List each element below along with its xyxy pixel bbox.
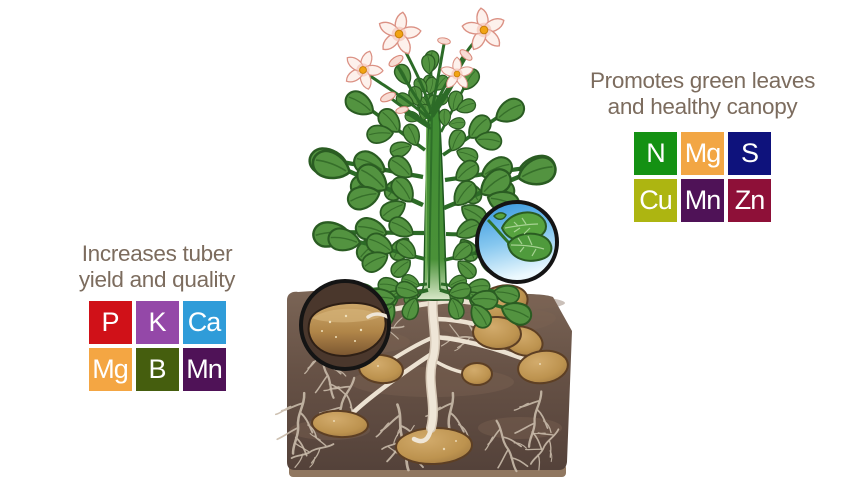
badge-row: Mg B Mn: [88, 348, 226, 391]
stem: [413, 95, 455, 301]
nutrient-badge-zn: Zn: [728, 179, 771, 222]
nutrient-badge-mg: Mg: [681, 132, 724, 175]
canopy-badge-grid: N Mg S Cu Mn Zn: [562, 132, 843, 222]
nutrient-badge-s: S: [728, 132, 771, 175]
tuber-benefit-heading: Increases tuber yield and quality: [28, 241, 286, 293]
badge-row: N Mg S: [634, 132, 771, 175]
heading-line-1: Promotes green leaves: [589, 68, 816, 93]
nutrient-badge-mn: Mn: [681, 179, 724, 222]
heading-line-2: yield and quality: [78, 267, 236, 292]
canopy-benefit-heading: Promotes green leaves and healthy canopy: [562, 68, 843, 120]
tuber-benefit-panel: Increases tuber yield and quality P K Ca…: [28, 241, 286, 391]
nutrient-badge-mg: Mg: [88, 348, 132, 391]
flowers: [337, 5, 509, 130]
heading-line-2: and healthy canopy: [607, 94, 798, 119]
canopy-benefit-panel: Promotes green leaves and healthy canopy…: [562, 68, 843, 222]
nutrient-badge-n: N: [634, 132, 677, 175]
nutrient-badge-b: B: [135, 348, 179, 391]
tuber-closeup-inset: [299, 279, 391, 371]
badge-row: Cu Mn Zn: [634, 179, 771, 222]
leaf-closeup-inset: [475, 200, 559, 284]
taproot: [411, 287, 440, 444]
tuber-badge-grid: P K Ca Mg B Mn: [28, 301, 286, 391]
nutrient-badge-p: P: [88, 301, 132, 344]
nutrient-badge-k: K: [135, 301, 179, 344]
heading-line-1: Increases tuber: [81, 241, 233, 266]
nutrient-badge-mn: Mn: [182, 348, 226, 391]
badge-row: P K Ca: [88, 301, 226, 344]
nutrient-badge-cu: Cu: [634, 179, 677, 222]
nutrient-badge-ca: Ca: [182, 301, 226, 344]
